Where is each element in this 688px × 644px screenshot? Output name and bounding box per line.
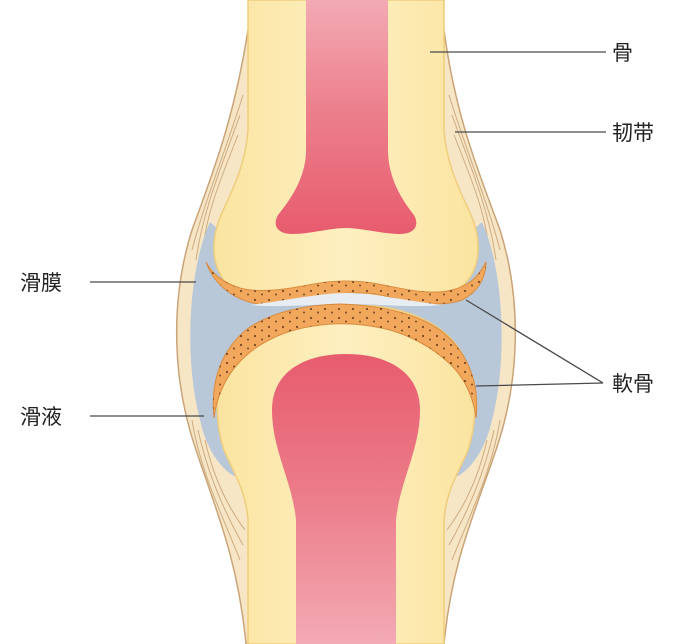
label-cartilage: 軟骨 [612,372,654,396]
lower-marrow [272,354,420,644]
joint-space [250,293,442,307]
label-bone: 骨 [612,41,633,65]
leader-cartilage-lower [475,382,604,387]
lower-cartilage-texture [213,304,477,418]
label-synovial-fluid: 滑液 [20,405,62,429]
label-synovium: 滑膜 [20,271,62,295]
label-ligament: 韧带 [612,121,654,145]
upper-cartilage-texture [206,262,486,305]
leader-cartilage-upper [465,299,604,384]
upper-marrow [275,0,417,234]
